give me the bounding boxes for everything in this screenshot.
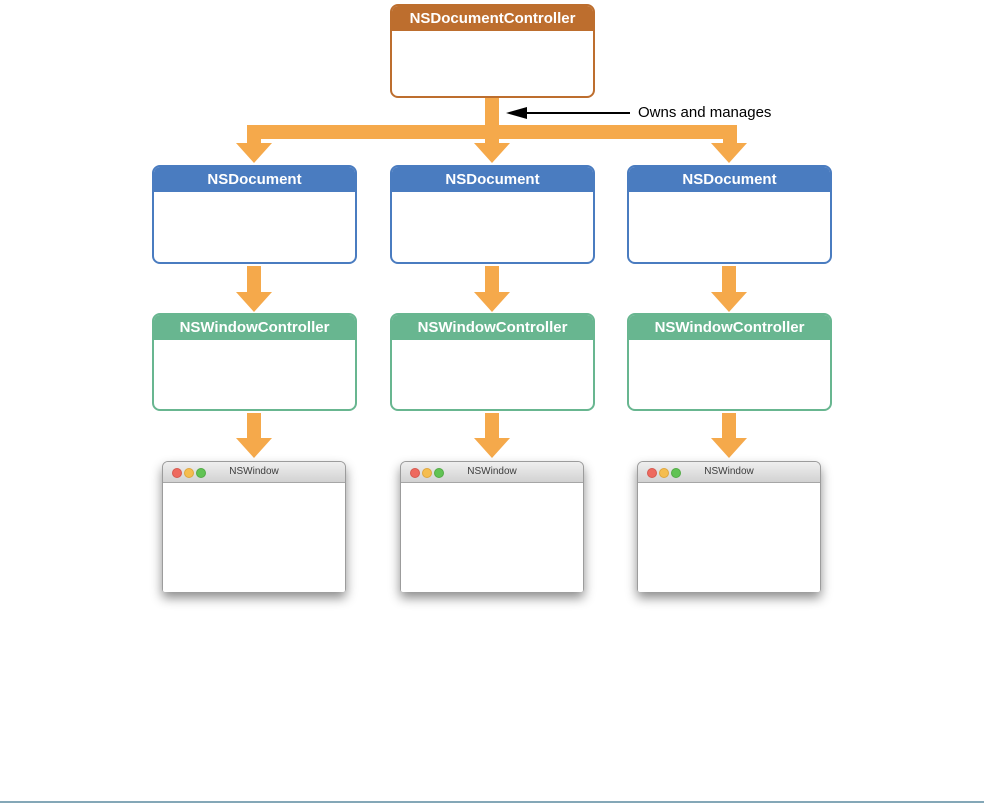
distribution-bar — [247, 125, 737, 139]
annotation-label: Owns and manages — [638, 104, 772, 121]
node-header-label: NSDocument — [629, 167, 830, 192]
left-branch-shaft — [247, 125, 261, 144]
minimize-icon — [659, 468, 669, 478]
right-branch-shaft — [723, 125, 737, 144]
arrow-down-icon — [236, 438, 272, 458]
arrow-down-icon — [474, 292, 510, 312]
arrow-down-icon — [474, 143, 510, 163]
node-header-label: NSWindowController — [154, 315, 355, 340]
arrow-left-icon — [506, 107, 527, 119]
arrow-down-icon — [711, 438, 747, 458]
arrow-down-icon — [474, 438, 510, 458]
doc-to-wc-shaft — [485, 266, 499, 293]
node-nsdocumentcontroller: NSDocumentController — [390, 4, 595, 98]
doc-to-wc-shaft — [247, 266, 261, 293]
arrow-down-icon — [236, 292, 272, 312]
wc-to-win-shaft — [247, 413, 261, 439]
node-nswindowcontroller-2: NSWindowController — [390, 313, 595, 411]
node-header-label: NSWindowController — [629, 315, 830, 340]
window-title: NSWindow — [229, 466, 279, 477]
node-nswindowcontroller-3: NSWindowController — [627, 313, 832, 411]
bottom-rule-divider — [0, 801, 984, 803]
arrow-down-icon — [711, 292, 747, 312]
window-nswindow-3: NSWindow — [637, 461, 821, 592]
wc-to-win-shaft — [722, 413, 736, 439]
window-body — [638, 483, 820, 592]
wc-to-win-shaft — [485, 413, 499, 439]
node-header-label: NSWindowController — [392, 315, 593, 340]
node-nsdocument-2: NSDocument — [390, 165, 595, 264]
zoom-icon — [671, 468, 681, 478]
doc-to-wc-shaft — [722, 266, 736, 293]
annotation-arrow — [506, 107, 630, 119]
window-nswindow-1: NSWindow — [162, 461, 346, 592]
node-header-label: NSDocumentController — [392, 6, 593, 31]
window-body — [401, 483, 583, 592]
zoom-icon — [434, 468, 444, 478]
window-nswindow-2: NSWindow — [400, 461, 584, 592]
window-titlebar: NSWindow — [401, 462, 583, 483]
arrow-down-icon — [711, 143, 747, 163]
window-titlebar: NSWindow — [163, 462, 345, 483]
close-icon — [647, 468, 657, 478]
arrow-down-icon — [236, 143, 272, 163]
node-nsdocument-1: NSDocument — [152, 165, 357, 264]
node-header-label: NSDocument — [392, 167, 593, 192]
close-icon — [172, 468, 182, 478]
node-header-label: NSDocument — [154, 167, 355, 192]
trunk-shaft — [485, 96, 499, 144]
node-nsdocument-3: NSDocument — [627, 165, 832, 264]
node-nswindowcontroller-1: NSWindowController — [152, 313, 357, 411]
close-icon — [410, 468, 420, 478]
zoom-icon — [196, 468, 206, 478]
window-title: NSWindow — [467, 466, 517, 477]
window-title: NSWindow — [704, 466, 754, 477]
window-body — [163, 483, 345, 592]
window-titlebar: NSWindow — [638, 462, 820, 483]
minimize-icon — [184, 468, 194, 478]
minimize-icon — [422, 468, 432, 478]
